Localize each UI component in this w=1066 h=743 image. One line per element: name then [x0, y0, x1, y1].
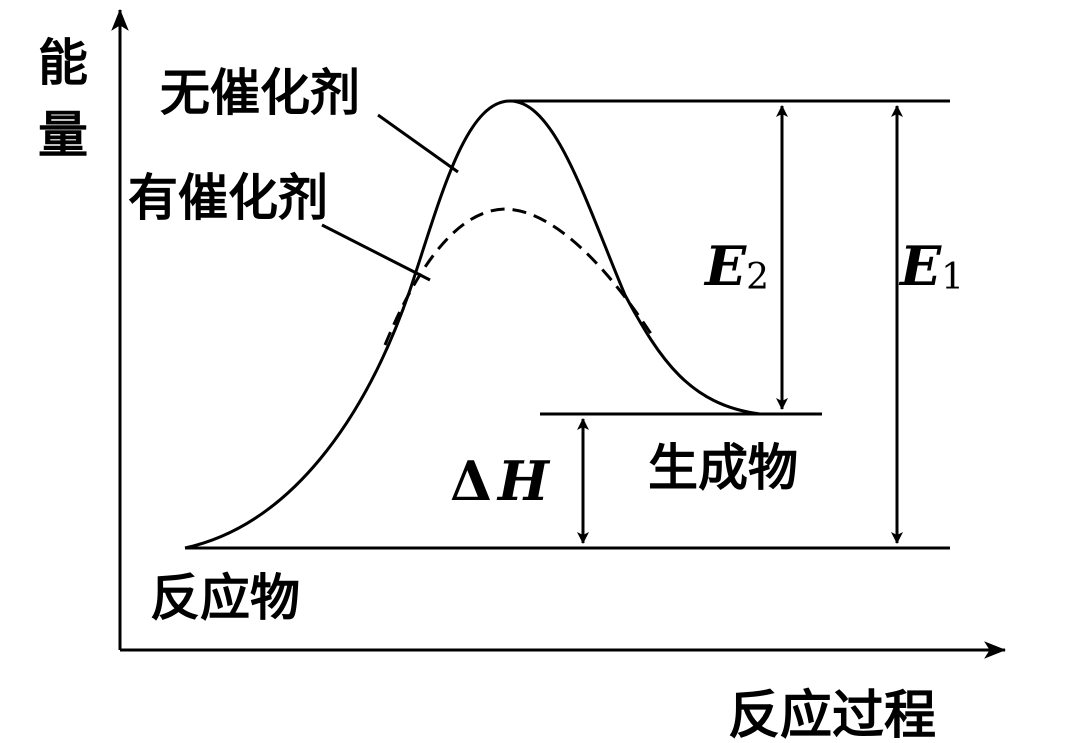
e2-label: E2: [703, 234, 769, 298]
uncatalyzed-label: 无催化剂: [160, 64, 360, 122]
e1-label: E1: [898, 234, 964, 298]
x-axis-label: 反应过程: [728, 686, 936, 743]
catalyzed-leader-line: [321, 223, 431, 282]
product-label: 生成物: [648, 439, 798, 497]
y-axis-label-char1: 能: [38, 34, 88, 92]
uncatalyzed-curve: [184, 99, 761, 550]
catalyzed-curve: [383, 207, 657, 346]
catalyzed-label: 有催化剂: [128, 169, 328, 227]
y-axis-label-char2: 量: [38, 106, 88, 164]
uncatalyzed-leader-line: [377, 113, 459, 174]
reactant-label: 反应物: [150, 569, 300, 627]
